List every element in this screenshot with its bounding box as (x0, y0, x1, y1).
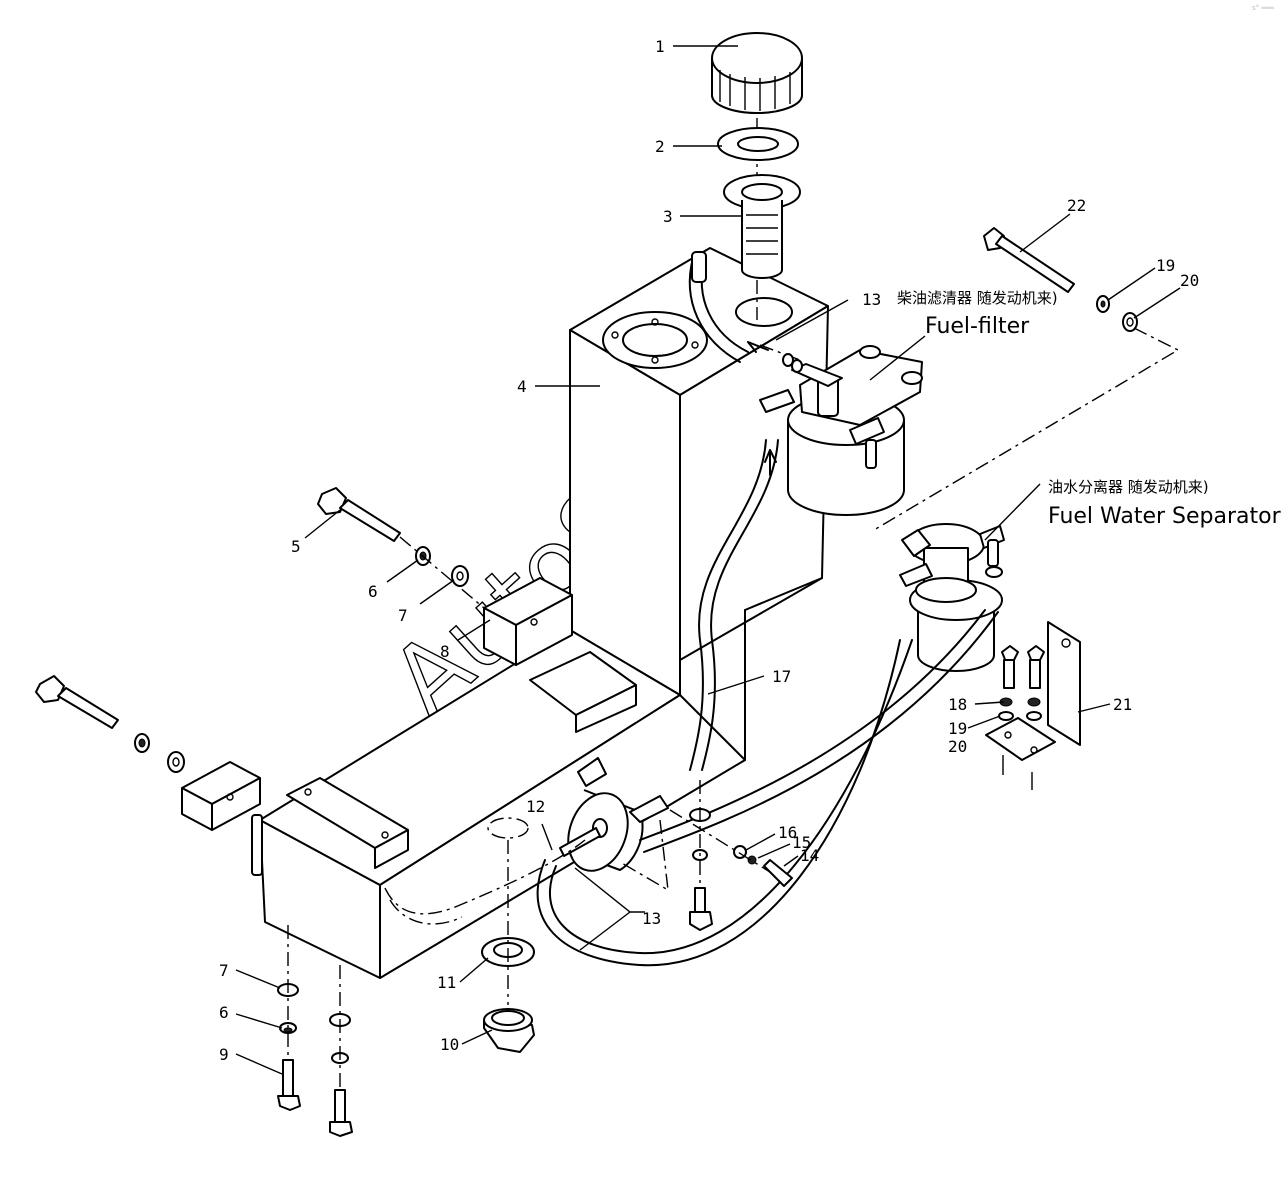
callout-1: 1 (655, 37, 665, 56)
fuel-cap (711, 32, 803, 114)
separator-caption: 油水分离器 随发动机来) Fuel Water Separator (1048, 478, 1282, 529)
fuel-filter (759, 345, 923, 516)
callout-20-lower: 20 (948, 737, 967, 756)
callout-labels: 1 2 3 4 5 6 7 8 13 22 19 20 17 18 19 20 … (219, 37, 1199, 1064)
callout-12: 12 (526, 797, 545, 816)
bracket-bolts (998, 645, 1045, 721)
callout-8: 8 (440, 642, 450, 661)
separator-english: Fuel Water Separator (1048, 504, 1282, 529)
arrow-lower (764, 449, 777, 476)
callout-16: 16 (778, 823, 797, 842)
fuel-filter-chinese: 柴油滤清器 随发动机来) (897, 289, 1058, 307)
fuel-filter-english: Fuel-filter (925, 314, 1030, 339)
callout-20-upper: 20 (1180, 271, 1199, 290)
clamp-bolt (689, 808, 713, 931)
small-hardware-14-16 (733, 845, 793, 887)
separator-chinese: 油水分离器 随发动机来) (1048, 478, 1209, 496)
hose-top (688, 251, 749, 363)
drain-plug (483, 1008, 535, 1053)
hose-cross (639, 609, 999, 853)
gasket (717, 127, 799, 161)
leader-lines (235, 45, 1181, 1075)
hose-17 (689, 439, 779, 771)
mounting-block-upper (483, 577, 637, 733)
callout-19-upper: 19 (1156, 256, 1175, 275)
callout-18: 18 (948, 695, 967, 714)
callout-11: 11 (437, 973, 456, 992)
bolt-lower (35, 675, 185, 773)
filler-neck (723, 174, 801, 279)
washer-7-upper (451, 565, 469, 587)
long-bolt (983, 227, 1138, 332)
callout-14: 14 (800, 846, 819, 865)
callout-22: 22 (1067, 196, 1086, 215)
callout-13-lower: 13 (642, 909, 661, 928)
bracket (985, 621, 1081, 790)
fuel-water-separator (899, 523, 1005, 672)
callout-2: 2 (655, 137, 665, 156)
bottom-bolt-right (329, 1013, 353, 1137)
bolt-upper (317, 487, 401, 542)
callout-19-lower: 19 (948, 719, 967, 738)
callout-17: 17 (772, 667, 791, 686)
inline-filter (559, 757, 669, 872)
callout-4: 4 (517, 377, 527, 396)
fuel-filter-caption: 柴油滤清器 随发动机来) Fuel-filter (897, 289, 1058, 339)
callout-5: 5 (291, 537, 301, 556)
callout-21: 21 (1113, 695, 1132, 714)
hose-return (536, 639, 913, 967)
callout-3: 3 (663, 207, 673, 226)
callout-9: 9 (219, 1045, 229, 1064)
callout-10: 10 (440, 1035, 459, 1054)
callout-7-lower: 7 (219, 961, 229, 980)
mounting-block-lower (181, 761, 409, 869)
callout-13-upper: 13 (862, 290, 881, 309)
callout-15: 15 (792, 833, 811, 852)
callout-6: 6 (368, 582, 378, 601)
arrow-upper (747, 341, 769, 353)
callout-7: 7 (398, 606, 408, 625)
bottom-bolt-left (277, 983, 301, 1111)
callout-6-lower: 6 (219, 1003, 229, 1022)
corner-mark: s° ═══ (1252, 4, 1275, 12)
